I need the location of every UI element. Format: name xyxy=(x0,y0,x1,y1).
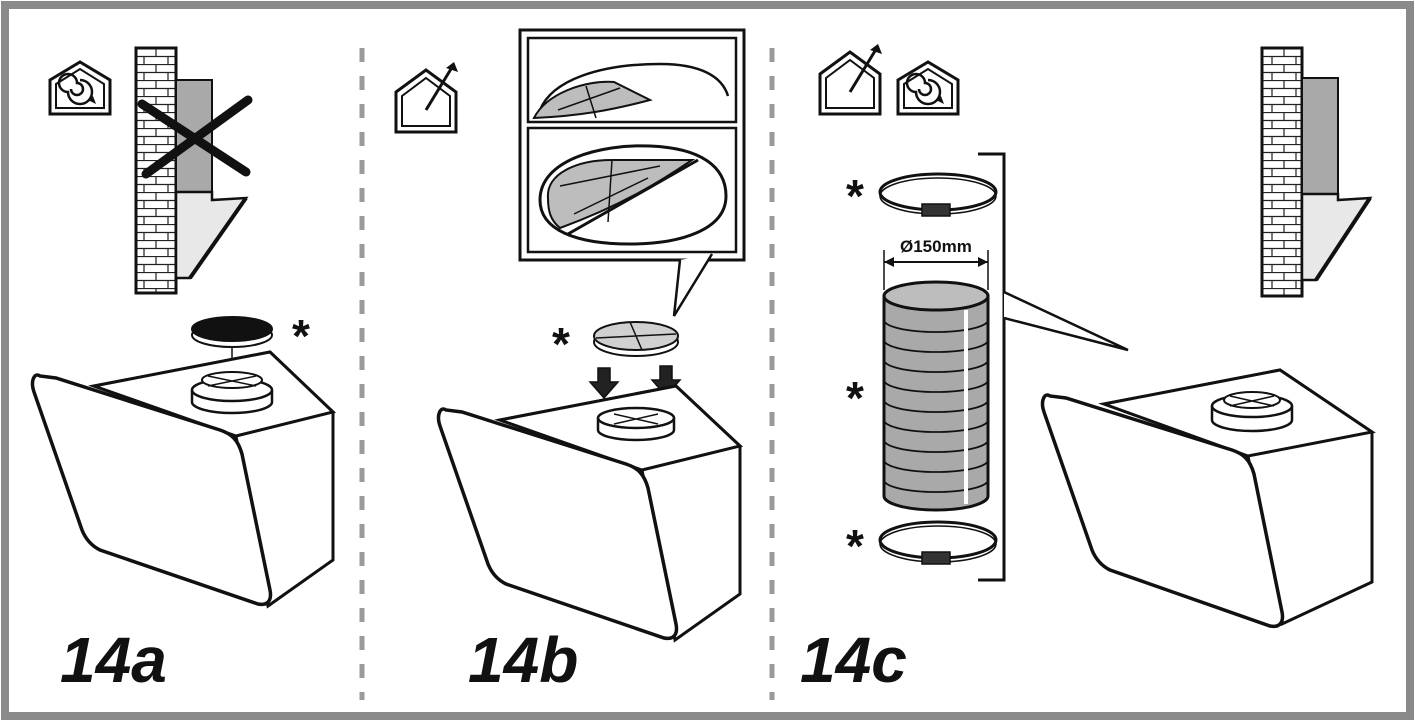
wall-illustration xyxy=(1260,46,1373,298)
extraction-house-icon xyxy=(394,62,458,134)
cooker-hood xyxy=(1040,368,1376,629)
panel-label: 14a xyxy=(60,624,167,696)
not-allowed-cross-icon xyxy=(137,95,253,179)
cooker-hood xyxy=(30,350,337,609)
optional-part-marker: * xyxy=(292,310,310,362)
parts-bracket xyxy=(978,152,1006,582)
optional-part-marker: * xyxy=(846,372,864,424)
panel-14b: * 14b xyxy=(394,28,746,696)
hose-clamp-bottom xyxy=(878,520,998,565)
recirculation-house-icon xyxy=(48,60,112,116)
panel-label: 14b xyxy=(468,624,578,696)
panel-label: 14c xyxy=(800,624,907,696)
callout-pointer xyxy=(1003,290,1129,352)
wall-illustration xyxy=(134,46,249,295)
hose-clamp-top xyxy=(878,172,998,217)
cooker-hood xyxy=(436,384,744,643)
panel-14a: * 14a xyxy=(30,46,337,696)
flexible-duct xyxy=(882,280,990,512)
down-arrow-icon xyxy=(588,367,620,400)
valve-detail-inset xyxy=(518,28,746,262)
optional-part-marker: * xyxy=(552,318,570,370)
callout-pointer xyxy=(672,253,714,317)
panel-14c: * Ø150mm * * xyxy=(800,44,1376,696)
optional-part-marker: * xyxy=(846,170,864,222)
recirculation-house-icon xyxy=(896,60,960,116)
duct-diameter-label: Ø150mm xyxy=(900,237,972,256)
backdraft-valve-disc xyxy=(593,321,679,357)
optional-part-marker: * xyxy=(846,520,864,572)
extraction-house-icon xyxy=(818,44,882,116)
